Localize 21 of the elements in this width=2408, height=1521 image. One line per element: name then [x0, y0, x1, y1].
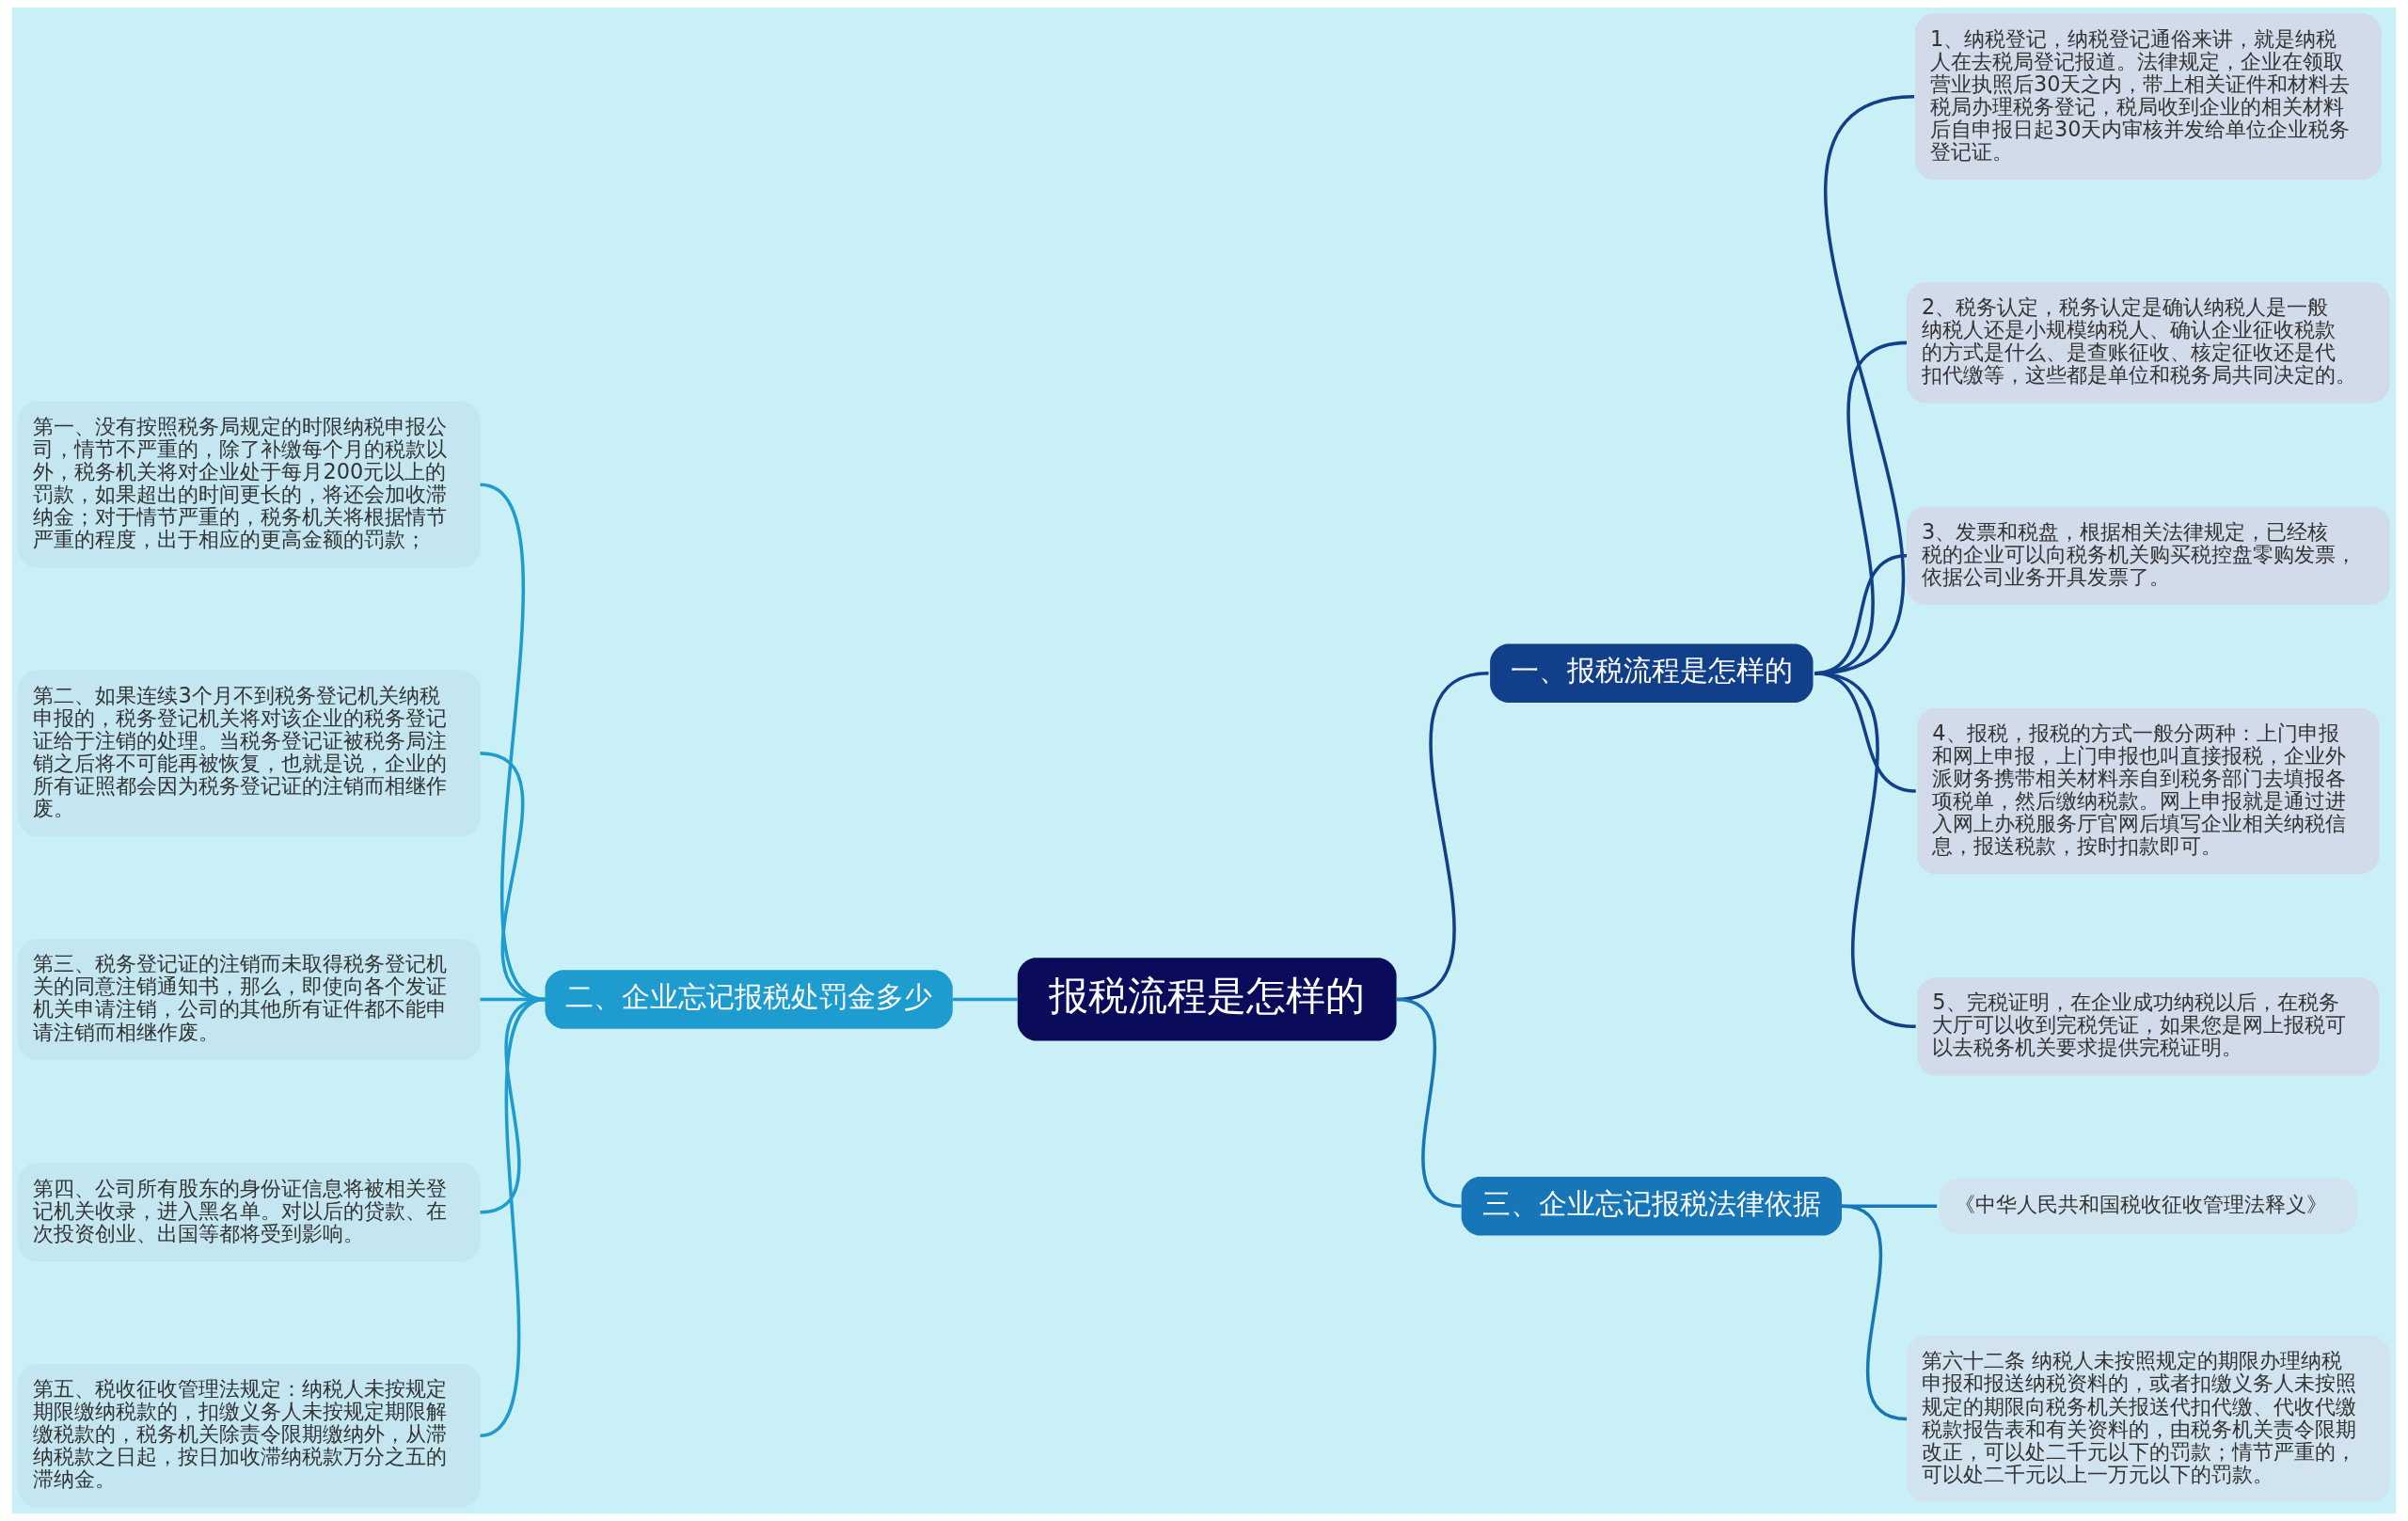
- node-box: 报税流程是怎样的: [1017, 958, 1397, 1041]
- node-box: 4、报税，报税的方式一般分两种：上门申报和网上申报，上门申报也叫直接报税，企业外派财务携带相关材料亲自到税务部门去填报各项税单，然后缴纳税款。网上申报就是通过进入网上办税服务厅官网后填写企业相关纳税信息，报送税款，按时扣款即可。: [1917, 707, 2380, 875]
- node-box: 1、纳税登记，纳税登记通俗来讲，就是纳税人在去税局登记报道。法律规定，企业在领取营业执照后30天之内，带上相关证件和材料去税局办理税务登记，税局收到企业的相关材料后自申报日起30天内审核并发给单位企业税务登记证。: [1914, 13, 2382, 181]
- node-box: 第五、税收征收管理法规定：纳税人未按规定期限缴纳税款的，扣缴义务人未按规定期限解缴税款的，税务机关除责令限期缴纳外，从滞纳税款之日起，按日加收滞纳税款万分之五的滞纳金。: [18, 1364, 481, 1508]
- connector: [1814, 672, 1917, 1029]
- node-box: 第三、税务登记证的注销而未取得税务登记机关的同意注销通知书，那么，即使向各个发证机关申请注销，公司的其他所有证件都不能申请注销而相继作废。: [18, 939, 481, 1060]
- node-box: 2、税务认定，税务认定是确认纳税人是一般纳税人还是小规模纳税人、确认企业征收税款的方式是什么、是查账征收、核定征收还是代扣代缴等，这些都是单位和税务局共同决定的。: [1907, 282, 2390, 404]
- node-box: 第六十二条 纳税人未按照规定的期限办理纳税申报和报送纳税资料的，或者扣缴义务人未按照规定的期限向税务机关报送代扣代缴、代收代缴税款报告表和有关资料的，由税务机关责令限期改正，可以处二千元以下的罚款；情节严重的，可以处二千元以上一万元以下的罚款。: [1907, 1336, 2390, 1502]
- node-box: 第二、如果连续3个月不到税务登记机关纳税申报的，税务登记机关将对该企业的税务登记证给于注销的处理。当税务登记证被税务局注销之后将不可能再被恢复，也就是说，企业的所有证照都会因为税务登记证的注销而相继作废。: [18, 670, 481, 837]
- node-box: 第四、公司所有股东的身份证信息将被相关登记机关收录，进入黑名单。对以后的贷款、在次投资创业、出国等都将受到影响。: [18, 1163, 481, 1261]
- node-box: 二、企业忘记报税处罚金多少: [545, 970, 953, 1029]
- connector: [1841, 1204, 1908, 1421]
- connector: [479, 997, 547, 1437]
- connector: [1396, 997, 1462, 1209]
- node-box: 三、企业忘记报税法律依据: [1461, 1177, 1843, 1236]
- node-box: 第一、没有按照税务局规定的时限纳税申报公司，情节不严重的，除了补缴每个月的税款以外，税务机关将对企业处于每月200元以上的罚款，如果超出的时间更长的，将还会加收滞纳金；对于情节严重的，税务机关将根据情节严重的程度，出于相应的更高金额的罚款；: [18, 401, 481, 568]
- node-box: 5、完税证明，在企业成功纳税以后，在税务大厅可以收到完税凭证，如果您是网上报税可以去税务机关要求提供完税证明。: [1917, 977, 2380, 1076]
- connector: [952, 997, 1018, 1002]
- node-box: 《中华人民共和国税收征收管理法释义》: [1939, 1179, 2358, 1234]
- node-box: 3、发票和税盘，根据相关法律规定，已经核税的企业可以向税务机关购买税控盘零购发票，依据公司业务开具发票了。: [1907, 506, 2390, 605]
- node-box: 一、报税流程是怎样的: [1490, 643, 1814, 704]
